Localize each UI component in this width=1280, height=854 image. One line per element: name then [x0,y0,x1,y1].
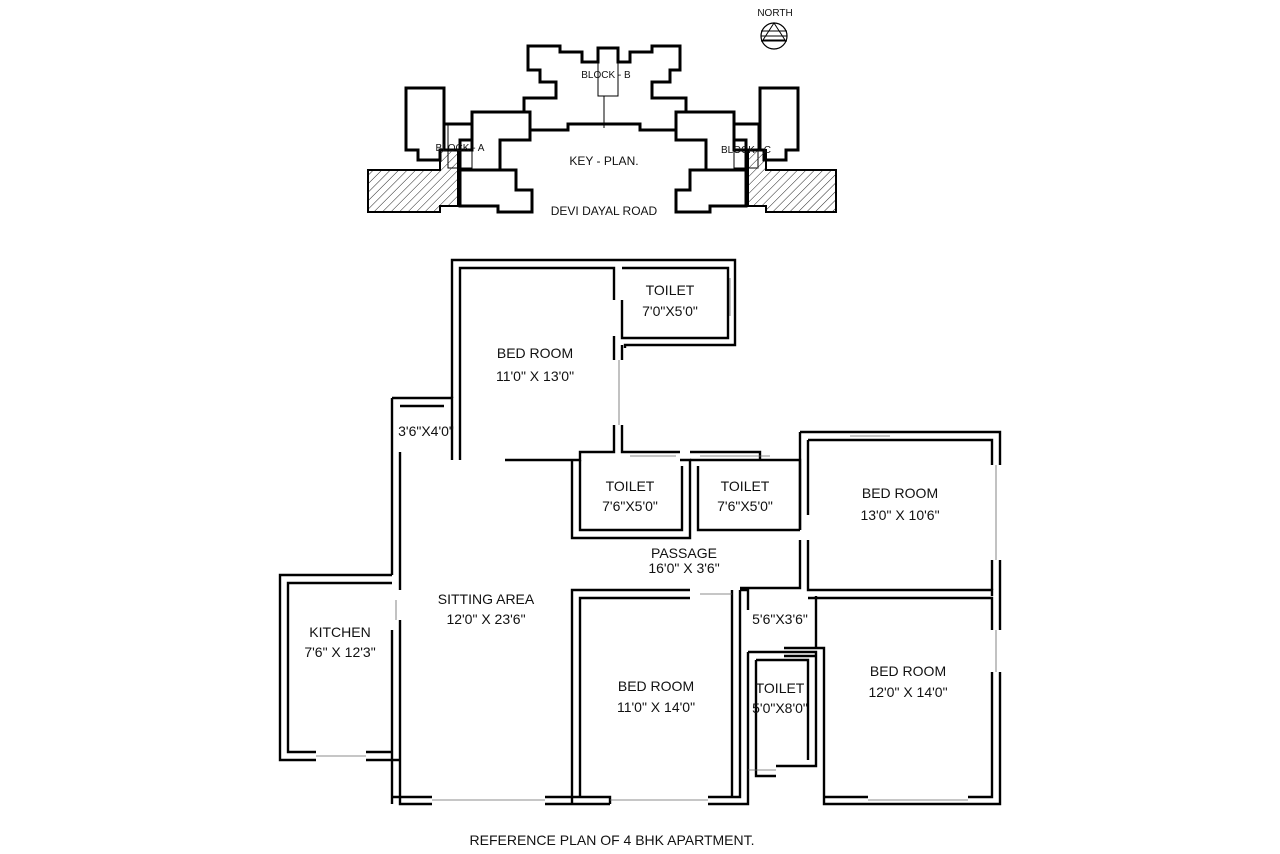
key-plan-title: KEY - PLAN. [569,154,638,168]
kitchen-size: 7'6" X 12'3" [304,644,375,660]
block-b-label: BLOCK - B [581,70,631,81]
block-b-outline [522,44,688,132]
toilet-mid1-name: TOILET [606,478,655,494]
road-label: DEVI DAYAL ROAD [551,204,658,218]
bed3-size: 11'0" X 14'0" [617,699,695,715]
passage-name: PASSAGE [651,545,717,561]
bed1-name: BED ROOM [497,345,573,361]
lobby-size: 5'6"X3'6" [752,611,808,627]
toilet-top-size: 7'0"X5'0" [642,303,698,319]
toilet-small-name: TOILET [756,680,805,696]
bed3-name: BED ROOM [618,678,694,694]
bed4-size: 12'0" X 14'0" [868,684,947,700]
balcony-size: 3'6"X4'0" [398,423,454,439]
apartment-walls [278,258,1002,806]
room-labels: BED ROOM 11'0" X 13'0" TOILET 7'0"X5'0" … [304,282,947,848]
toilet-mid2-name: TOILET [721,478,770,494]
toilet-small-size: 5'0"X8'0" [752,700,808,716]
sitting-size: 12'0" X 23'6" [446,611,525,627]
sitting-name: SITTING AREA [438,591,535,607]
plan-caption: REFERENCE PLAN OF 4 BHK APARTMENT. [470,832,755,848]
north-arrow-icon [760,22,788,50]
key-plan: NORTH BLOCK - B BLOCK - A BLOCK - C KEY … [367,8,837,218]
toilet-top-name: TOILET [646,282,695,298]
block-a-label: BLOCK - A [436,143,485,154]
toilet-mid2-size: 7'6"X5'0" [717,498,773,514]
toilet-mid1-size: 7'6"X5'0" [602,498,658,514]
bed4-name: BED ROOM [870,663,946,679]
kitchen-name: KITCHEN [309,624,370,640]
block-c-label: BLOCK - C [721,145,771,156]
bed2-name: BED ROOM [862,485,938,501]
north-label: NORTH [757,8,792,19]
bed1-size: 11'0" X 13'0" [496,368,574,384]
bed2-size: 13'0" X 10'6" [860,507,939,523]
passage-size: 16'0" X 3'6" [648,560,719,576]
